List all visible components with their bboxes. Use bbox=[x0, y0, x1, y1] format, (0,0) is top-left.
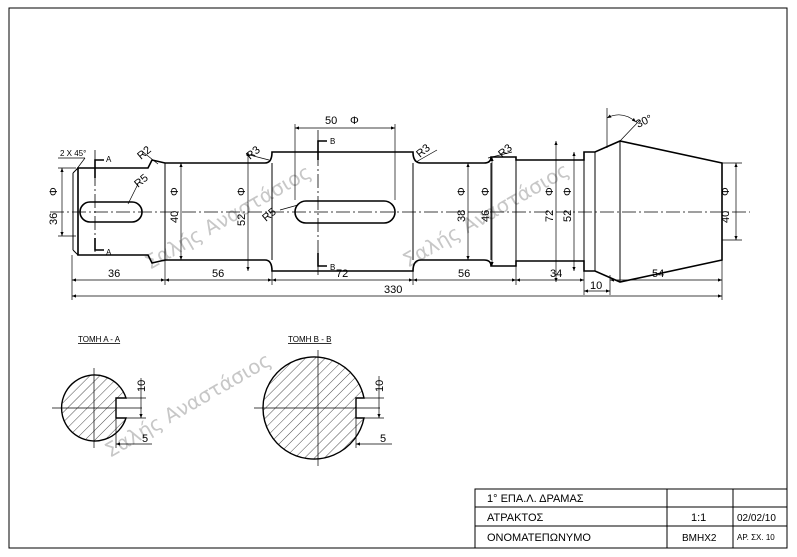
watermark-1: Σαλής Αναστάσιος bbox=[141, 160, 316, 275]
dia-36-label: 36 bbox=[48, 213, 60, 225]
dia-52a-label: 52 bbox=[236, 214, 248, 226]
len-10-label: 10 bbox=[590, 280, 602, 292]
angle-arc bbox=[606, 114, 637, 123]
angle-ext-line bbox=[619, 119, 641, 142]
radius-r2-label: R2 bbox=[135, 144, 153, 162]
radius-r3b-label: R3 bbox=[414, 142, 432, 160]
section-b-label-top: B bbox=[330, 137, 335, 146]
r3b-leader bbox=[415, 149, 438, 163]
section-a-marker-bottom bbox=[94, 238, 104, 251]
dia-40a-phi: Φ bbox=[169, 187, 181, 196]
chamfer-label: 2 X 45° bbox=[60, 149, 86, 158]
dia-40b-label: 40 bbox=[720, 211, 732, 223]
title-block: 1° ΕΠΑ.Λ. ΔΡΑΜΑΣ ΑΤΡΑΚΤΟΣ 1:1 02/02/10 Ο… bbox=[474, 488, 788, 549]
radius-r5a-label: R5 bbox=[132, 172, 150, 190]
sheet-border bbox=[8, 7, 788, 549]
section-a-label-top: A bbox=[106, 155, 112, 164]
tb-date: 02/02/10 bbox=[737, 513, 776, 524]
tb-part-name: ΑΤΡΑΚΤΟΣ bbox=[487, 512, 544, 524]
dia-52b-phi: Φ bbox=[562, 187, 574, 196]
tb-school: 1° ΕΠΑ.Λ. ΔΡΑΜΑΣ bbox=[487, 493, 584, 505]
tb-drawing-no: ΑΡ. ΣΧ. 10 bbox=[737, 533, 775, 542]
dia-40b-phi: Φ bbox=[720, 187, 732, 196]
watermark-3: Σαλής Αναστάσιος bbox=[101, 348, 276, 463]
r5a-leader bbox=[127, 183, 139, 205]
len-330-label: 330 bbox=[384, 284, 402, 296]
dia-38-phi: Φ bbox=[456, 187, 468, 196]
radius-r3a-label: R3 bbox=[244, 144, 262, 162]
keyway-2 bbox=[294, 200, 396, 224]
r5b-leader bbox=[279, 204, 299, 211]
section-a-label-bottom: A bbox=[106, 248, 112, 257]
dim-50-label: 50 bbox=[325, 115, 337, 127]
chamfer-leader-b bbox=[75, 157, 86, 171]
section-aa: ΤΟΜΗ Α - Α 10 5 bbox=[52, 335, 152, 448]
dia-36-phi: Φ bbox=[48, 187, 60, 196]
aa-key-depth-label: 5 bbox=[142, 433, 148, 445]
len-72-label: 72 bbox=[336, 268, 348, 280]
len-36-label: 36 bbox=[108, 268, 120, 280]
dia-72-phi: Φ bbox=[544, 187, 556, 196]
section-b-label-bottom: B bbox=[330, 263, 335, 272]
len-56a-label: 56 bbox=[212, 268, 224, 280]
section-bb-title: ΤΟΜΗ Β - Β bbox=[288, 335, 331, 344]
len-54-label: 54 bbox=[652, 268, 664, 280]
section-b-marker-top bbox=[317, 140, 327, 160]
r2-leader bbox=[142, 151, 159, 165]
section-b-marker-bottom bbox=[317, 253, 327, 267]
dia-46-label: 46 bbox=[480, 210, 492, 222]
len-34-label: 34 bbox=[550, 268, 562, 280]
dia-40a-label: 40 bbox=[169, 211, 181, 223]
tb-code: ΒΜΗΧ2 bbox=[682, 533, 717, 544]
dia-52a-phi: Φ bbox=[236, 187, 248, 196]
tb-student-name: ΟΝΟΜΑΤΕΠΩΝΥΜΟ bbox=[487, 532, 591, 544]
dia-72-label: 72 bbox=[544, 210, 556, 222]
section-a-marker-top bbox=[94, 159, 104, 178]
dia-46-phi: Φ bbox=[480, 187, 492, 196]
dia-38-label: 38 bbox=[456, 210, 468, 222]
bb-key-height-label: 10 bbox=[374, 380, 386, 392]
diameter-dimensions: Φ 36 Φ 40 Φ 52 Φ 38 Φ 46 Φ 72 Φ 52 bbox=[48, 141, 742, 282]
section-bb: ΤΟΜΗ Β - Β 10 5 bbox=[254, 335, 392, 466]
section-aa-title: ΤΟΜΗ Α - Α bbox=[78, 335, 121, 344]
keyway-1 bbox=[79, 201, 143, 223]
tb-scale: 1:1 bbox=[691, 512, 706, 524]
len-56b-label: 56 bbox=[458, 268, 470, 280]
dia-52b-label: 52 bbox=[562, 210, 574, 222]
angle-label: 30° bbox=[634, 113, 654, 131]
aa-key-height-label: 10 bbox=[136, 380, 148, 392]
bb-key-depth-label: 5 bbox=[380, 433, 386, 445]
r3a-leader bbox=[245, 153, 270, 161]
chamfer-line-left-b bbox=[72, 249, 79, 256]
dim-50-phi: Φ bbox=[350, 115, 359, 127]
title-block-frame bbox=[474, 488, 788, 549]
length-dimensions: 36 56 72 56 34 54 10 330 bbox=[71, 255, 723, 300]
